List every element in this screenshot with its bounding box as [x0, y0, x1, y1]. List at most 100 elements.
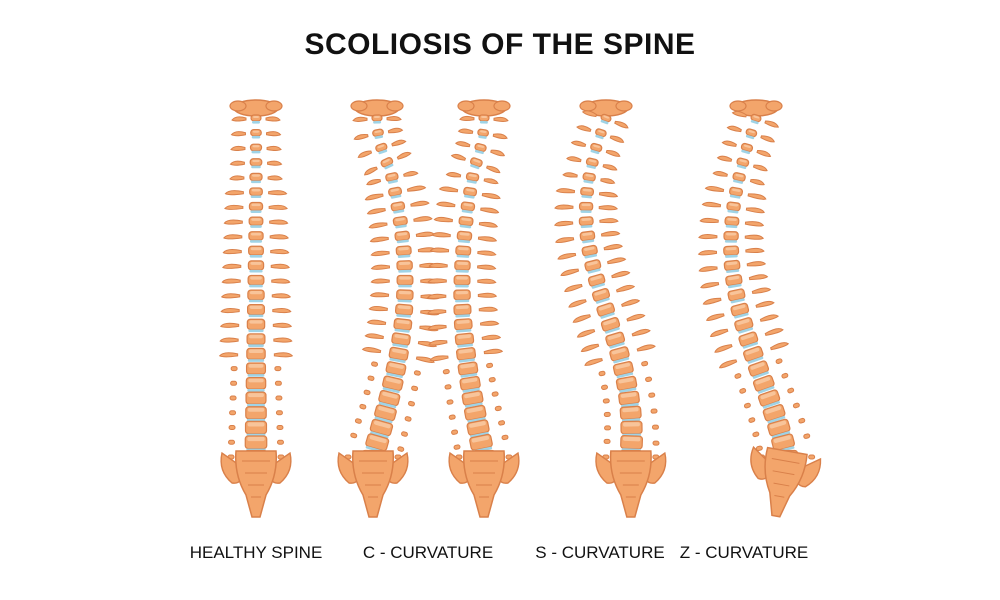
vertebra	[731, 110, 779, 128]
vertebra	[581, 110, 629, 129]
transverse-process	[481, 334, 502, 340]
transverse-process	[599, 218, 619, 224]
intervertebral-disc	[771, 431, 791, 439]
transverse-process	[748, 274, 769, 281]
intervertebral-disc	[757, 386, 775, 394]
transverse-process	[273, 352, 294, 358]
atlas-wing	[229, 100, 247, 112]
vertebra	[228, 435, 284, 452]
vertebra-highlight	[373, 115, 380, 119]
transverse-process	[445, 172, 462, 178]
vertebra-highlight	[582, 188, 592, 192]
intervertebral-disc	[370, 431, 389, 439]
transverse-process	[276, 425, 284, 431]
vertebra-highlight	[729, 290, 743, 296]
transverse-process	[363, 389, 371, 396]
spine-healthy	[218, 99, 294, 518]
transverse-process	[369, 236, 389, 243]
transverse-process	[747, 193, 767, 200]
vertebra	[598, 360, 649, 379]
intervertebral-disc	[249, 284, 263, 288]
vertebra-highlight	[247, 422, 265, 427]
transverse-process	[486, 165, 501, 174]
atlas-wing	[615, 100, 633, 112]
vertebra-highlight	[250, 232, 262, 236]
intervertebral-disc	[745, 134, 755, 140]
transverse-process	[408, 400, 415, 407]
transverse-process	[267, 175, 283, 181]
transverse-process	[604, 425, 612, 431]
vertebra-highlight	[253, 116, 259, 118]
intervertebral-disc	[250, 180, 262, 184]
intervertebral-disc	[249, 255, 263, 258]
vertebra-highlight	[466, 188, 475, 192]
sacrum	[595, 450, 667, 518]
spine-c2	[427, 99, 520, 518]
vertebra-highlight	[249, 334, 263, 339]
spine-z	[697, 99, 822, 518]
vertebra-highlight	[248, 378, 264, 383]
vertebra-highlight	[473, 159, 481, 163]
transverse-process	[481, 193, 501, 200]
transverse-process	[448, 414, 456, 420]
vertebra-highlight	[251, 188, 261, 192]
transverse-process	[219, 337, 239, 343]
vertebra	[726, 125, 775, 143]
vertebra	[568, 284, 636, 308]
transverse-process	[745, 247, 765, 253]
transverse-process	[606, 257, 627, 265]
intervertebral-disc	[378, 149, 388, 155]
transverse-process	[492, 133, 508, 140]
transverse-process	[749, 178, 765, 186]
intervertebral-disc	[474, 149, 484, 155]
vertebra	[603, 435, 660, 452]
intervertebral-disc	[460, 373, 478, 378]
vertebra-highlight	[464, 392, 480, 399]
transverse-process	[370, 264, 391, 270]
vertebra	[705, 300, 775, 321]
vertebra	[431, 230, 498, 244]
vertebra	[604, 420, 659, 437]
transverse-process	[265, 116, 281, 122]
vertebra	[370, 260, 439, 273]
transverse-process	[370, 278, 390, 284]
transverse-process	[600, 231, 621, 237]
vertebral-body	[393, 317, 413, 331]
vertebra-highlight	[468, 173, 477, 178]
spine-s	[553, 99, 667, 518]
intervertebral-disc	[619, 387, 637, 393]
vertebra	[361, 346, 435, 363]
vertebra-highlight	[249, 320, 263, 324]
vertebra	[229, 406, 283, 422]
vertebra	[429, 347, 504, 363]
intervertebral-disc	[457, 239, 471, 244]
vertebra	[220, 304, 292, 318]
transverse-process	[453, 444, 461, 450]
vertebra	[427, 318, 500, 333]
vertebra	[701, 201, 765, 214]
vertebra-highlight	[456, 319, 470, 324]
vertebra-highlight	[398, 247, 409, 251]
transverse-process	[598, 370, 606, 377]
vertebra	[366, 171, 419, 186]
vertebra-highlight	[385, 377, 401, 384]
vertebra-highlight	[739, 159, 747, 163]
intervertebral-disc	[384, 163, 394, 170]
vertebra	[224, 201, 288, 213]
atlas-wing	[493, 100, 511, 112]
vertebra-highlight	[398, 261, 411, 266]
atlas-wing	[579, 100, 597, 112]
vertebral-body	[249, 143, 263, 152]
transverse-process	[359, 403, 367, 410]
transverse-process	[429, 355, 449, 362]
intervertebral-disc	[398, 269, 412, 273]
vertebra-highlight	[582, 232, 593, 236]
intervertebral-disc	[247, 374, 265, 377]
vertebra-highlight	[374, 130, 382, 133]
intervertebral-disc	[464, 194, 475, 199]
transverse-process	[581, 110, 598, 118]
vertebra-highlight	[622, 436, 641, 442]
vertebra	[584, 344, 656, 366]
intervertebral-disc	[742, 341, 759, 349]
transverse-process	[641, 360, 649, 367]
